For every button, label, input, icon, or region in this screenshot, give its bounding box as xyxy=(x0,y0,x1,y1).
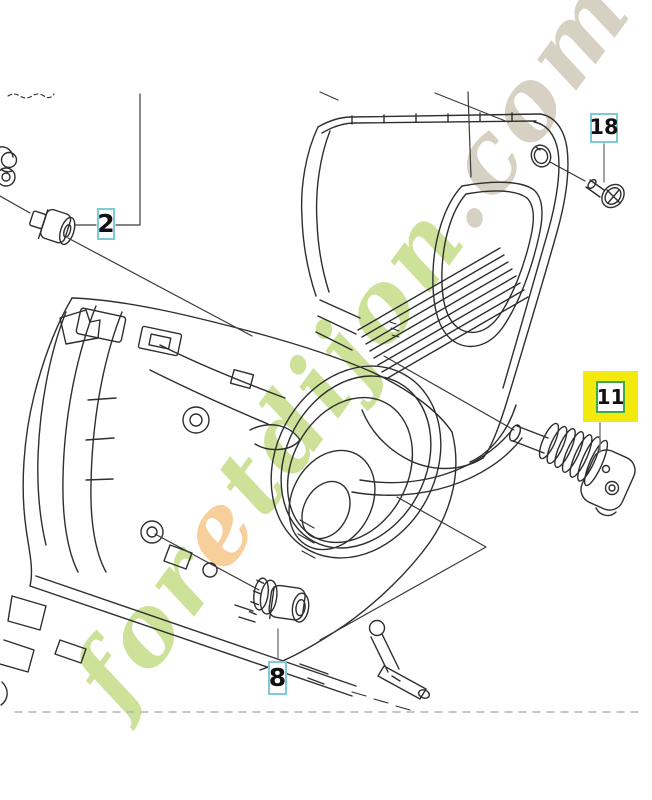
callout-8-number: 8 xyxy=(268,662,287,692)
callout-2-number: 2 xyxy=(97,208,115,238)
part-18-screw xyxy=(530,144,625,209)
exploded-view-artwork xyxy=(0,91,646,713)
label-stub-lines xyxy=(277,143,605,659)
callout-11-number: 11 xyxy=(596,384,625,409)
part-2-plug xyxy=(29,208,76,246)
callout-18-number: 18 xyxy=(589,114,619,139)
part-11-worm-gear xyxy=(508,422,636,517)
part-8-plug xyxy=(248,577,310,623)
break-dashes xyxy=(7,93,646,713)
part-lever xyxy=(368,619,431,700)
callout-2[interactable]: 2 xyxy=(97,208,115,240)
callout-11-highlight[interactable]: 11 xyxy=(583,371,638,422)
part-fragment-screw xyxy=(0,146,18,187)
callout-18[interactable]: 18 xyxy=(589,113,619,143)
crankcase-body xyxy=(0,297,457,706)
rear-handle-assembly xyxy=(300,112,569,496)
callout-8[interactable]: 8 xyxy=(268,661,287,695)
callout-11[interactable]: 11 xyxy=(596,380,625,413)
leader-lines xyxy=(0,91,515,641)
